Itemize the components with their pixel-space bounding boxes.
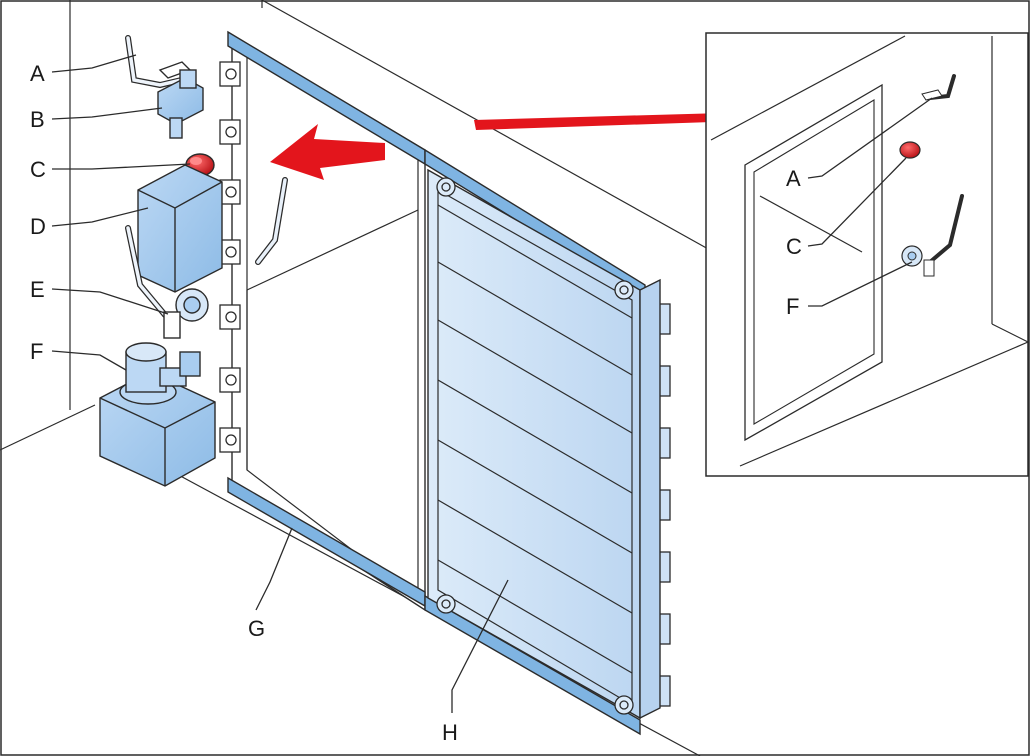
component-a-lever	[125, 35, 193, 89]
label-b: B	[30, 107, 45, 132]
label-h: H	[442, 720, 458, 745]
inset-labels: A C F	[786, 166, 802, 319]
inset-label-c: C	[786, 234, 802, 259]
component-e-lever-valve	[125, 225, 209, 339]
label-f: F	[30, 339, 43, 364]
frame-brackets	[219, 61, 241, 453]
sliding-door	[427, 168, 671, 720]
leader-lines	[51, 54, 933, 713]
wall-opening	[231, 33, 426, 612]
inset-label-f: F	[786, 294, 799, 319]
label-e: E	[30, 277, 45, 302]
label-d: D	[30, 214, 46, 239]
component-f-pump-unit	[99, 342, 216, 487]
component-b-valve	[157, 69, 204, 139]
main-labels: A B C D E F G H	[30, 61, 458, 745]
inset-label-a: A	[786, 166, 801, 191]
component-d-control-box	[137, 164, 223, 293]
label-c: C	[30, 157, 46, 182]
bottom-rail	[227, 476, 641, 736]
label-a: A	[30, 61, 45, 86]
slide-direction-arrow	[270, 124, 385, 180]
inset-detail-box	[705, 32, 1029, 477]
label-g: G	[248, 616, 265, 641]
